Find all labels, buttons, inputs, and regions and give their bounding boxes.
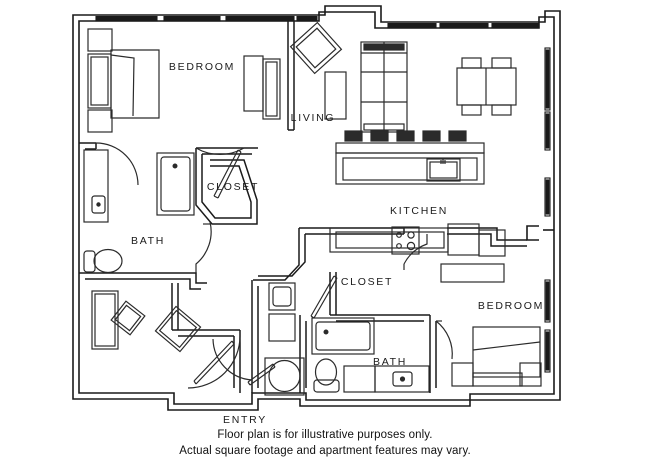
room-label-bedroom-2: BEDROOM <box>478 300 544 312</box>
bathtub-icon <box>311 317 375 355</box>
washer-icon <box>264 357 305 396</box>
sink-basin-icon <box>392 371 413 387</box>
door-bedroom-1-closet <box>195 147 245 199</box>
tall-cabinet-icon <box>243 55 264 112</box>
disclaimer-line-1: Floor plan is for illustrative purposes … <box>217 429 433 441</box>
window-group-north <box>95 15 539 29</box>
den-furniture <box>91 290 202 353</box>
bar-stool-icon <box>344 130 363 142</box>
bar-stool-icon <box>448 130 467 142</box>
nightstand-icon <box>519 362 542 387</box>
bench-icon <box>472 372 523 387</box>
door-bath-1 <box>195 221 212 273</box>
nightstand-icon <box>451 362 474 387</box>
dining-chair-icon <box>491 104 512 116</box>
shelf-icon <box>440 263 505 283</box>
room-label-entry: ENTRY <box>223 414 267 426</box>
bedroom-2-furniture <box>451 326 542 387</box>
toilet-tank-icon <box>313 379 340 393</box>
living-furniture <box>243 21 517 133</box>
room-label-bath-1: BATH <box>131 235 165 247</box>
refrigerator-icon <box>478 229 506 257</box>
dining-chair-icon <box>491 57 512 69</box>
nightstand-icon <box>87 28 113 52</box>
accent-chair-icon <box>289 21 343 75</box>
kitchen-island <box>335 130 485 185</box>
vanity-icon <box>83 149 109 223</box>
vanity-icon <box>343 365 376 393</box>
bar-stool-icon <box>422 130 441 142</box>
cooktop-icon <box>391 226 420 255</box>
bathtub-icon <box>156 152 195 216</box>
linen-cabinet-icon <box>268 313 296 342</box>
room-label-bath-2: BATH <box>373 356 407 368</box>
bar-stool-icon <box>396 130 415 142</box>
room-label-living: LIVING <box>291 112 336 124</box>
room-label-kitchen: KITCHEN <box>390 205 448 217</box>
east-wall-jog <box>526 225 554 241</box>
toilet-bowl-icon <box>314 358 338 386</box>
sink-basin-icon <box>91 195 106 214</box>
laundry-fixtures <box>264 282 305 396</box>
room-label-closet-1: CLOSET <box>207 181 259 193</box>
bath-2-fixtures <box>311 317 430 393</box>
toilet-bowl-icon <box>93 248 123 274</box>
accent-chair-icon <box>154 305 202 353</box>
room-labels: BEDROOM LIVING CLOSET BATH KITCHEN CLOSE… <box>131 61 544 426</box>
door-bedroom-2 <box>435 320 453 360</box>
linen-cabinet-icon <box>268 282 296 311</box>
interior-walls <box>79 21 527 393</box>
window-group-east <box>544 47 551 373</box>
disclaimer-line-2: Actual square footage and apartment feat… <box>179 445 471 457</box>
toilet-tank-icon <box>83 250 96 273</box>
bed-icon <box>472 326 541 378</box>
room-label-bedroom-1: BEDROOM <box>169 61 235 73</box>
coat-closet-door <box>187 335 241 389</box>
desk-icon <box>91 290 119 350</box>
bedroom-1-furniture <box>87 28 160 133</box>
vanity-icon <box>374 365 430 393</box>
bath-1-fixtures <box>83 149 195 274</box>
dining-chair-icon <box>461 104 482 116</box>
door-closet-2 <box>310 234 428 319</box>
bar-stool-icon <box>370 130 389 142</box>
side-table-icon <box>324 71 347 120</box>
closet-2-shelving <box>440 263 505 283</box>
entry-door[interactable] <box>212 338 276 386</box>
door-bedroom-1 <box>95 142 139 186</box>
kitchen-counter <box>329 223 506 257</box>
room-label-closet-2: CLOSET <box>341 276 393 288</box>
desk-chair-icon <box>110 300 146 336</box>
dining-chair-icon <box>461 57 482 69</box>
exterior-walls <box>72 5 561 411</box>
nightstand-icon <box>87 109 113 133</box>
